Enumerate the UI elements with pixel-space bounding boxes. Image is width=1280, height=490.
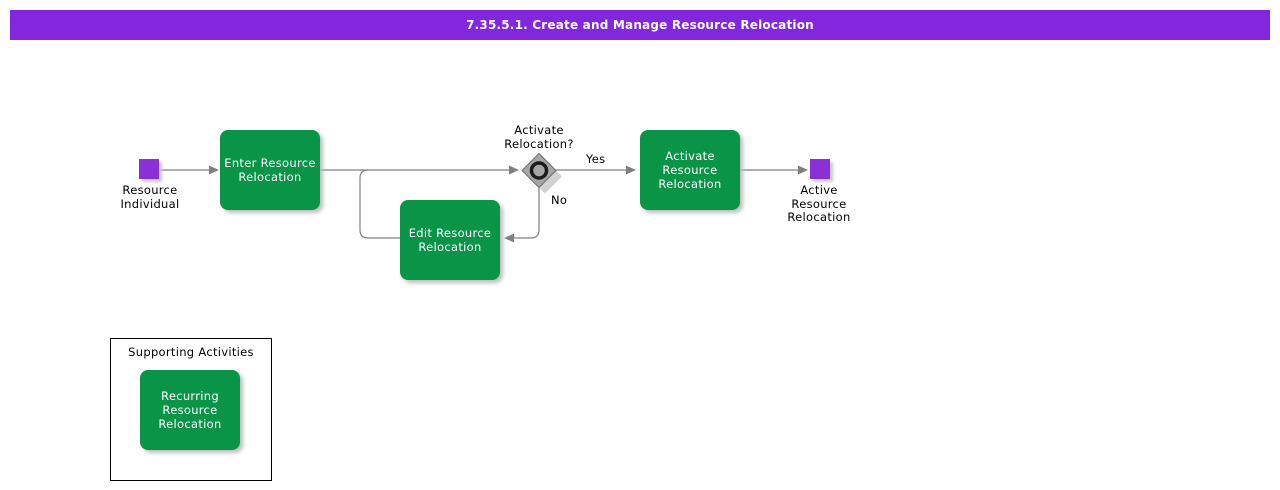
- arrowhead-activate-to-end: [798, 165, 808, 175]
- start-event-label: Resource Individual: [120, 183, 180, 211]
- end-event-label: Active Resource Relocation: [787, 183, 851, 224]
- task-edit-label: Edit Resource Relocation: [408, 226, 492, 254]
- supporting-activities-title: Supporting Activities: [128, 345, 254, 359]
- end-event-square[interactable]: [810, 159, 830, 179]
- diagram-title-bar: 7.35.5.1. Create and Manage Resource Rel…: [10, 10, 1270, 40]
- task-edit-resource-relocation[interactable]: Edit Resource Relocation: [400, 200, 500, 280]
- task-activate-label: Activate Resource Relocation: [658, 149, 722, 191]
- task-enter-resource-relocation[interactable]: Enter Resource Relocation: [220, 130, 320, 210]
- task-activate-resource-relocation[interactable]: Activate Resource Relocation: [640, 130, 740, 210]
- diagram-title: 7.35.5.1. Create and Manage Resource Rel…: [466, 18, 814, 32]
- task-enter-label: Enter Resource Relocation: [224, 156, 316, 184]
- task-recurring-resource-relocation[interactable]: Recurring Resource Relocation: [140, 370, 240, 450]
- arrowhead-no-to-edit: [504, 233, 514, 243]
- decision-no-label: No: [551, 193, 568, 207]
- supporting-activities-box: Supporting Activities Recurring Resource…: [110, 338, 272, 481]
- start-event-square[interactable]: [139, 159, 159, 179]
- arrowhead-start-to-enter: [209, 165, 219, 175]
- connector-edit-to-mainflow: [359, 169, 400, 239]
- arrowhead-enter-to-decision: [509, 165, 519, 175]
- task-recurring-label: Recurring Resource Relocation: [158, 389, 222, 431]
- decision-node[interactable]: [521, 152, 562, 194]
- arrowhead-yes-to-activate: [626, 165, 636, 175]
- decision-circle-icon: [529, 161, 549, 180]
- connector-no-to-edit: [513, 188, 540, 239]
- decision-label: Activate Relocation?: [504, 123, 574, 151]
- decision-yes-label: Yes: [586, 152, 606, 166]
